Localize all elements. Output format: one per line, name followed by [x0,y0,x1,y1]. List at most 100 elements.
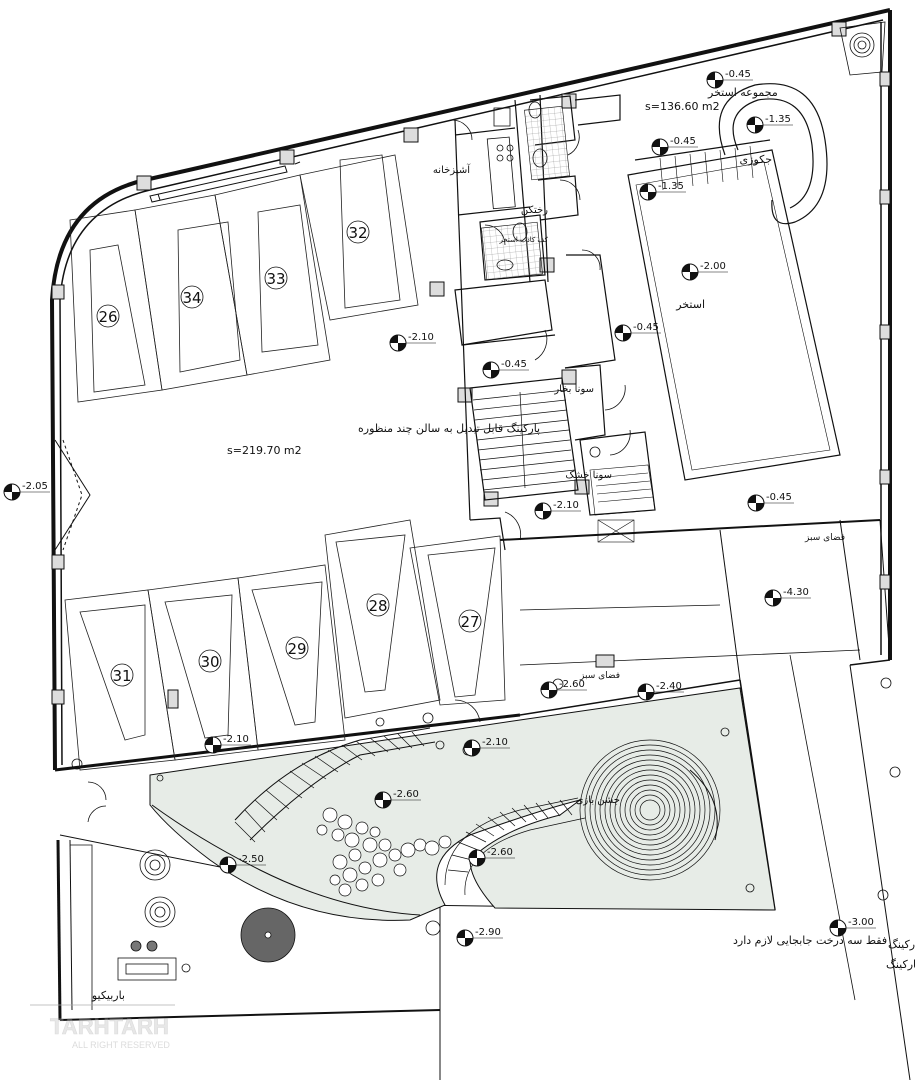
level-marker: -0.45 [651,136,698,156]
level-marker-quadrant [615,325,623,333]
wc-tiles [481,105,570,281]
level-marker-quadrant [541,682,549,690]
parking-spot-circle [110,663,134,687]
watermark-sub: ALL RIGHT RESERVED [72,1040,170,1050]
level-marker-quadrant [464,740,472,748]
level-marker: -3.00 [829,917,876,937]
level-marker: -2.00 [681,261,728,281]
level-value: -0.45 [670,136,696,147]
level-marker-quadrant [748,495,756,503]
level-marker-quadrant [205,737,213,745]
level-value: -2.60 [487,847,513,858]
pool-complex-label: مجموعه استخر [707,86,778,99]
level-marker-quadrant [838,928,846,936]
parking-spot-number: 31 [112,667,131,685]
level-marker: -2.60 [374,789,421,809]
level-marker-quadrant [765,590,773,598]
level-marker: -2.05 [3,481,50,501]
main-stair [472,389,578,491]
level-marker-quadrant [535,503,543,511]
outer-walls [49,8,911,1080]
stepping-stones [316,807,452,897]
level-marker-quadrant [220,857,228,865]
parking-spaces [64,154,506,771]
level-marker: -2.10 [463,737,510,757]
level-markers: -0.45 -1.35 -0.45 -1.35 -2.00 -0.45 -2.10 -0.45… [3,69,876,947]
level-value: -4.30 [783,587,809,598]
level-marker-quadrant [747,117,755,125]
level-marker-quadrant [715,80,723,88]
sauna-steps [589,464,656,543]
parking-spot-circle [346,220,370,244]
parking-spot-number: 28 [368,597,387,615]
parking-spot-circle [458,609,482,633]
level-marker-quadrant [472,748,480,756]
garage-door [54,439,91,551]
level-marker-quadrant [640,184,648,192]
level-marker: -2.10 [534,500,581,520]
level-marker-quadrant [213,745,221,753]
parking-spot-circle [180,285,204,309]
level-marker-quadrant [549,690,557,698]
watermark-brand: TARHTARH [50,1014,169,1039]
level-value: -2.05 [22,481,48,492]
level-value: -0.45 [501,359,527,370]
level-marker: -2.60 [468,847,515,867]
level-marker-quadrant [756,503,764,511]
level-value: -2.40 [656,681,682,692]
level-marker-quadrant [682,264,690,272]
parking-spot-circle [198,649,222,673]
parking-area: s=219.70 m2 [227,444,302,457]
level-marker: -2.40 [637,681,684,701]
parking-spot-number: 34 [182,289,201,307]
level-value: -0.45 [725,69,751,80]
level-value: -2.10 [223,734,249,745]
level-value: -1.35 [765,114,791,125]
steam-sauna-label: سونا بخار [553,384,594,395]
level-marker-quadrant [457,930,465,938]
bbq-area [70,844,296,1010]
level-value: -0.45 [766,492,792,503]
level-value: -2.10 [553,500,579,511]
level-value: -2.10 [482,737,508,748]
level-marker: -1.35 [746,114,793,134]
level-marker: -2.90 [456,927,503,947]
level-marker: -1.35 [639,181,686,201]
level-value: -2.60 [393,789,419,800]
parking-spot-circle [264,266,288,290]
pool [627,83,841,481]
level-marker-quadrant [830,920,838,928]
parking-spot-number: 33 [266,270,285,288]
level-marker-quadrant [707,72,715,80]
parking-spot-number: 32 [348,224,367,242]
jacuzzi-label: جکوزی [740,153,772,166]
level-marker-quadrant [638,684,646,692]
level-value: -0.45 [633,322,659,333]
curved-stair-left [234,731,425,843]
level-marker: -0.45 [614,322,661,342]
bbq-label: باربیکیو [91,989,125,1002]
level-marker-quadrant [755,125,763,133]
level-marker-quadrant [469,850,477,858]
level-marker-quadrant [491,370,499,378]
level-marker: -0.45 [706,69,753,89]
level-marker-quadrant [398,343,406,351]
level-marker-quadrant [465,938,473,946]
level-marker: -2.10 [204,734,251,754]
level-marker-quadrant [623,333,631,341]
level-marker-quadrant [660,147,668,155]
level-value: -1.35 [658,181,684,192]
corner-fountain-icon [839,21,886,76]
parking-spot-circle [366,593,390,617]
dry-sauna-label: سونا خشک [565,470,612,481]
level-marker-quadrant [228,865,236,873]
level-marker: -2.60 [540,679,587,699]
wc-label: کف کاذب استخر [498,236,548,244]
parking-spot-circle [96,304,120,328]
level-marker-quadrant [773,598,781,606]
watermark-logo: TARHTARH ALL RIGHT RESERVED [30,1004,175,1050]
level-marker: -4.30 [764,587,811,607]
level-marker-quadrant [652,139,660,147]
